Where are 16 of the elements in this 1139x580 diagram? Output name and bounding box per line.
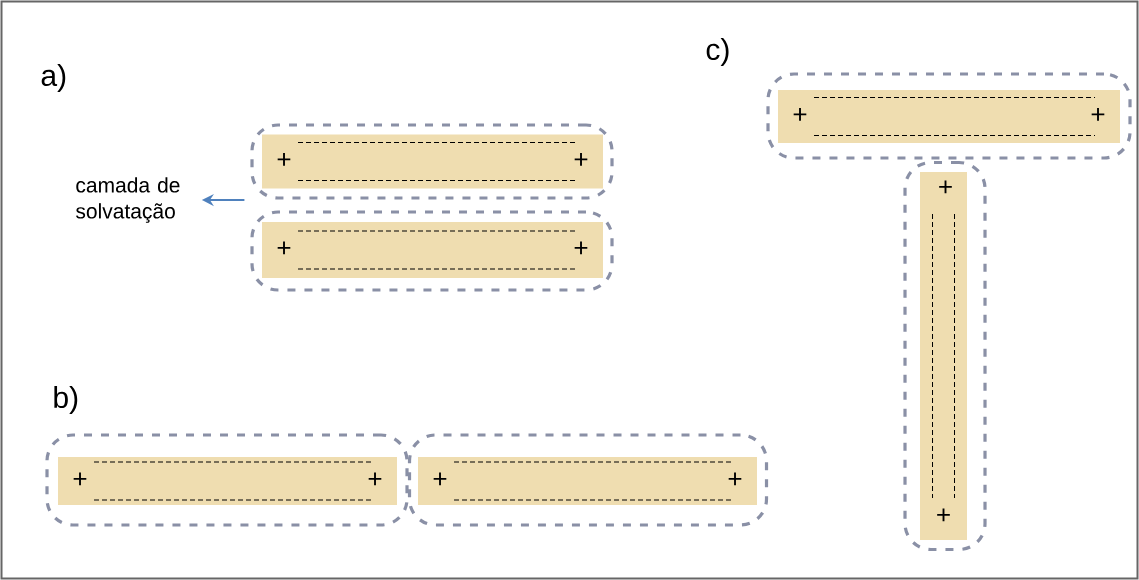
solvation-layer xyxy=(766,72,1132,160)
solvation-layer xyxy=(903,160,987,552)
panel-label: c) xyxy=(706,38,729,66)
particle-bar: + + xyxy=(920,172,967,540)
particle-bar: + + xyxy=(262,222,603,278)
annotation-text: camada de solvatação xyxy=(76,177,180,223)
panel-label: b) xyxy=(54,386,78,414)
solvation-layer xyxy=(250,123,614,200)
solvation-layer xyxy=(250,210,614,292)
particle-bar: + + xyxy=(778,90,1120,143)
panel-label: a) xyxy=(41,64,66,92)
solvation-layer xyxy=(45,433,409,527)
particle-bar: + + xyxy=(418,457,757,505)
particle-bar: + + xyxy=(262,134,603,189)
solvation-layer xyxy=(407,433,769,527)
particle-bar: + + xyxy=(58,457,397,505)
